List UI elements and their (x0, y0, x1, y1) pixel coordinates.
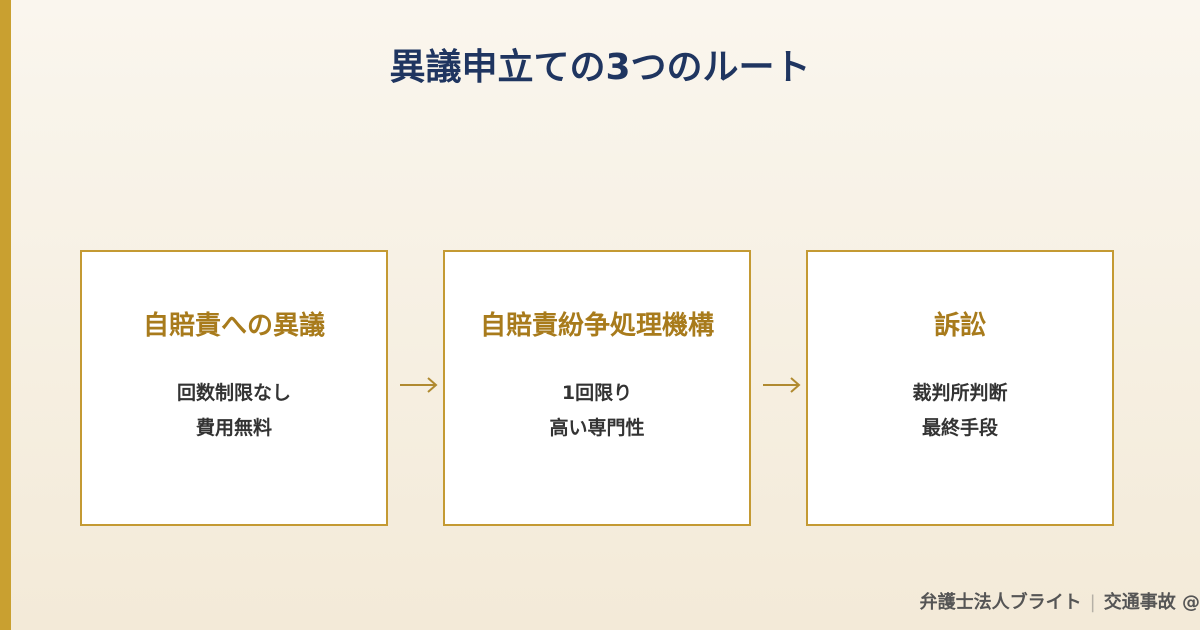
page-title: 異議申立ての3つのルート (389, 47, 811, 88)
route-card-lawsuit: 訴訟 裁判所判断 最終手段 (806, 250, 1114, 526)
route-heading: 訴訟 (933, 311, 986, 341)
route-feature: 裁判所判断 (912, 382, 1008, 404)
footer-topic: 交通事故 @ (1103, 592, 1200, 613)
footer-firm-name: 弁護士法人ブライト (919, 592, 1082, 613)
route-card-jibaiseki: 自賠責への異議 回数制限なし 費用無料 (80, 250, 388, 526)
left-accent-bar (0, 0, 11, 630)
route-feature: 最終手段 (921, 417, 998, 439)
right-arrow-icon (763, 377, 801, 393)
route-feature: 回数制限なし (176, 382, 291, 404)
footer-credit: 弁護士法人ブライト | 交通事故 @ (920, 590, 1200, 616)
route-card-dispute-organization: 自賠責紛争処理機構 1回限り 高い専門性 (443, 250, 751, 526)
route-feature: 費用無料 (195, 417, 272, 439)
footer-separator: | (1089, 592, 1096, 613)
right-arrow-icon (400, 377, 438, 393)
route-heading: 自賠責紛争処理機構 (479, 311, 714, 341)
route-feature: 高い専門性 (549, 417, 645, 439)
route-heading: 自賠責への異議 (142, 311, 325, 341)
route-feature: 1回限り (561, 382, 633, 404)
